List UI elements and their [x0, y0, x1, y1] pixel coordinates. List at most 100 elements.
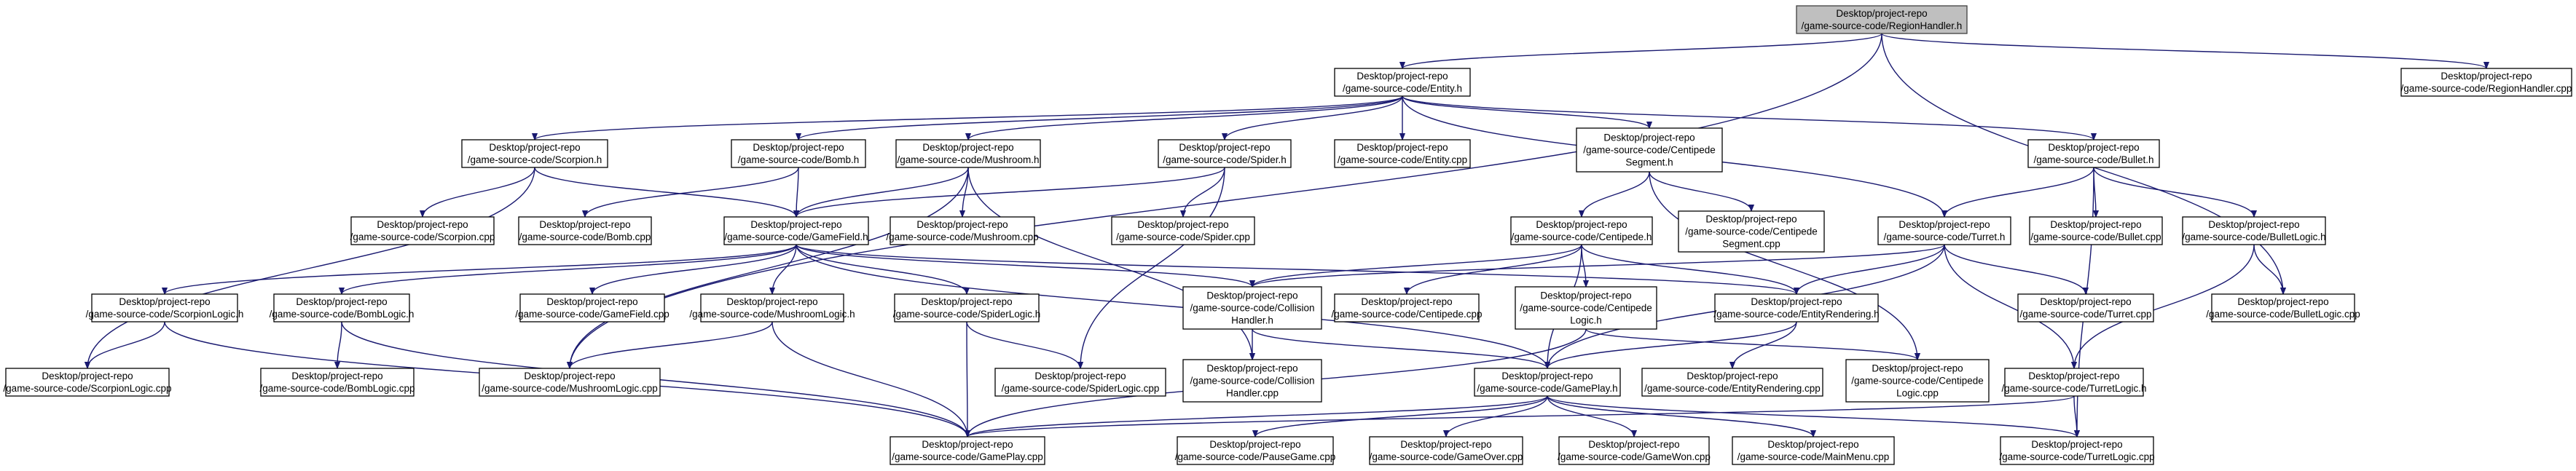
edge-collisionhandler_h-to-gameplay_h — [1252, 328, 1547, 369]
node-label-line: Desktop/project-repo — [1898, 219, 1990, 230]
node-scorpion-cpp[interactable]: Desktop/project-repo/game-source-code/Sc… — [350, 216, 495, 245]
node-box — [1576, 127, 1723, 173]
node-label-line: Desktop/project-repo — [1603, 132, 1695, 143]
node-box — [2400, 68, 2572, 97]
edge-gameplay_h-to-pausegame_cpp — [1255, 395, 1548, 438]
edge-entityrendering_h-to-gameplay_h — [1547, 321, 1797, 369]
node-label-line: /game-source-code/EntityRendering.h — [1713, 309, 1879, 320]
node-centipedelogic-h[interactable]: Desktop/project-repo/game-source-code/Ce… — [1515, 286, 1657, 330]
node-label-line: Desktop/project-repo — [1361, 296, 1452, 307]
node-centipedelogic-cpp[interactable]: Desktop/project-repo/game-source-code/Ce… — [1845, 359, 1990, 403]
node-gamefield-h[interactable]: Desktop/project-repo/game-source-code/Ga… — [723, 216, 869, 245]
edge-gameplay_h-to-gameplay_cpp — [967, 395, 1548, 438]
edge-bomb_h-to-bomb_cpp — [585, 167, 799, 218]
node-label-line: Desktop/project-repo — [539, 219, 630, 230]
node-label-line: /game-source-code/Turret.cpp — [2019, 309, 2151, 320]
node-box — [2211, 293, 2355, 322]
edge-gamefield_h-to-scorpionlogic_h — [165, 244, 797, 295]
node-label-line: Desktop/project-repo — [922, 142, 1013, 153]
edge-scorpion_h-to-gamefield_h — [534, 167, 796, 218]
node-scorpionlogic-h[interactable]: Desktop/project-repo/game-source-code/Sc… — [86, 293, 244, 322]
node-label-line: /game-source-code/Bullet.cpp — [2030, 231, 2161, 242]
edge-centipedesegment_h-to-centipede_h — [1582, 171, 1650, 218]
node-regionhandler-h[interactable]: Desktop/project-repo/game-source-code/Re… — [1796, 5, 1968, 34]
node-label-line: Desktop/project-repo — [1836, 8, 1927, 19]
edge-turret_h-to-collisionhandler_h — [1252, 244, 1945, 288]
node-spiderlogic-h[interactable]: Desktop/project-repo/game-source-code/Sp… — [893, 293, 1041, 322]
node-centipede-h[interactable]: Desktop/project-repo/game-source-code/Ce… — [1510, 216, 1653, 245]
node-box — [1877, 216, 2011, 245]
node-mushroomlogic-h[interactable]: Desktop/project-repo/game-source-code/Mu… — [689, 293, 855, 322]
node-entity-cpp[interactable]: Desktop/project-repo/game-source-code/En… — [1334, 139, 1471, 168]
node-label-line: /game-source-code/EntityRendering.cpp — [1644, 383, 1821, 394]
node-label-line: /game-source-code/BulletLogic.h — [2182, 231, 2325, 242]
node-centipede-cpp[interactable]: Desktop/project-repo/game-source-code/Ce… — [1331, 293, 1483, 322]
node-regionhandler-cpp[interactable]: Desktop/project-repo/game-source-code/Re… — [2400, 68, 2572, 97]
node-label-line: Desktop/project-repo — [524, 371, 615, 381]
edge-bulletlogic_h-to-bulletlogic_cpp — [2253, 244, 2283, 294]
node-gameplay-h[interactable]: Desktop/project-repo/game-source-code/Ga… — [1474, 368, 1621, 397]
node-gamefield-cpp[interactable]: Desktop/project-repo/game-source-code/Ga… — [515, 293, 669, 322]
node-label-line: Desktop/project-repo — [489, 142, 580, 153]
node-mainmenu-cpp[interactable]: Desktop/project-repo/game-source-code/Ma… — [1732, 436, 1895, 465]
node-centipedesegment-h[interactable]: Desktop/project-repo/game-source-code/Ce… — [1576, 127, 1723, 173]
node-label-line: /game-source-code/Centipede.h — [1512, 231, 1652, 242]
node-bomblogic-h[interactable]: Desktop/project-repo/game-source-code/Bo… — [270, 293, 415, 322]
node-spiderlogic-cpp[interactable]: Desktop/project-repo/game-source-code/Sp… — [994, 368, 1166, 397]
node-label-line: /game-source-code/SpiderLogic.cpp — [1002, 383, 1160, 394]
node-bomblogic-cpp[interactable]: Desktop/project-repo/game-source-code/Bo… — [259, 368, 415, 397]
node-label-line: /game-source-code/Bomb.cpp — [519, 231, 651, 242]
node-label-line: /game-source-code/MushroomLogic.h — [689, 309, 855, 320]
node-mushroom-cpp[interactable]: Desktop/project-repo/game-source-code/Mu… — [886, 216, 1039, 245]
node-label-line: /game-source-code/ScorpionLogic.cpp — [3, 383, 171, 394]
node-collisionhandler-h[interactable]: Desktop/project-repo/game-source-code/Co… — [1182, 286, 1322, 330]
node-box — [1678, 210, 1825, 253]
node-label-line: Desktop/project-repo — [1400, 439, 1491, 450]
node-scorpionlogic-cpp[interactable]: Desktop/project-repo/game-source-code/Sc… — [3, 368, 172, 397]
node-entityrendering-cpp[interactable]: Desktop/project-repo/game-source-code/En… — [1641, 368, 1823, 397]
node-label-line: /game-source-code/Mushroom.h — [897, 154, 1039, 165]
node-label-line: Logic.h — [1570, 315, 1602, 326]
edge-bullet_h-to-turret_h — [1944, 167, 2094, 218]
edge-mushroomlogic_h-to-mushroomlogic_cpp — [570, 321, 773, 369]
node-gameplay-cpp[interactable]: Desktop/project-repo/game-source-code/Ga… — [890, 436, 1045, 465]
node-label-line: Segment.cpp — [1722, 239, 1780, 250]
node-collisionhandler-cpp[interactable]: Desktop/project-repo/game-source-code/Co… — [1182, 359, 1322, 403]
node-box — [461, 139, 608, 168]
edge-spiderlogic_h-to-spiderlogic_cpp — [966, 321, 1080, 369]
node-box — [1369, 436, 1523, 465]
node-label-line: /game-source-code/SpiderLogic.h — [893, 309, 1041, 320]
edge-gameplay_h-to-mainmenu_cpp — [1547, 395, 1813, 438]
node-spider-h[interactable]: Desktop/project-repo/game-source-code/Sp… — [1158, 139, 1292, 168]
node-spider-cpp[interactable]: Desktop/project-repo/game-source-code/Sp… — [1111, 216, 1255, 245]
node-centipedesegment-cpp[interactable]: Desktop/project-repo/game-source-code/Ce… — [1678, 210, 1825, 253]
node-box — [895, 139, 1041, 168]
node-mushroomlogic-cpp[interactable]: Desktop/project-repo/game-source-code/Mu… — [479, 368, 661, 397]
edge-gamefield_h-to-bomblogic_h — [342, 244, 797, 295]
node-label-line: /game-source-code/Collision — [1190, 303, 1314, 314]
node-entity-h[interactable]: Desktop/project-repo/game-source-code/En… — [1334, 68, 1471, 97]
node-gameover-cpp[interactable]: Desktop/project-repo/game-source-code/Ga… — [1369, 436, 1523, 465]
node-bomb-cpp[interactable]: Desktop/project-repo/game-source-code/Bo… — [518, 216, 652, 245]
node-turretlogic-cpp[interactable]: Desktop/project-repo/game-source-code/Tu… — [1999, 436, 2155, 465]
node-gamewon-cpp[interactable]: Desktop/project-repo/game-source-code/Ga… — [1558, 436, 1711, 465]
edge-gameplay_h-to-gamewon_cpp — [1547, 395, 1634, 438]
node-scorpion-h[interactable]: Desktop/project-repo/game-source-code/Sc… — [461, 139, 608, 168]
node-mushroom-h[interactable]: Desktop/project-repo/game-source-code/Mu… — [895, 139, 1041, 168]
node-pausegame-cpp[interactable]: Desktop/project-repo/game-source-code/Pa… — [1175, 436, 1336, 465]
node-bomb-h[interactable]: Desktop/project-repo/game-source-code/Bo… — [731, 139, 866, 168]
node-turret-h[interactable]: Desktop/project-repo/game-source-code/Tu… — [1877, 216, 2011, 245]
edge-gamefield_h-to-gameplay_h — [796, 244, 1547, 368]
edge-centipedelogic_h-to-centipedelogic_cpp — [1585, 328, 1917, 360]
node-bulletlogic-cpp[interactable]: Desktop/project-repo/game-source-code/Bu… — [2206, 293, 2360, 322]
node-turretlogic-h[interactable]: Desktop/project-repo/game-source-code/Tu… — [2001, 368, 2147, 397]
node-entityrendering-h[interactable]: Desktop/project-repo/game-source-code/En… — [1713, 293, 1880, 322]
edge-mushroom_h-to-gamefield_h — [796, 167, 969, 218]
node-bullet-cpp[interactable]: Desktop/project-repo/game-source-code/Bu… — [2029, 216, 2163, 245]
node-bullet-h[interactable]: Desktop/project-repo/game-source-code/Bu… — [2027, 139, 2160, 168]
edge-turret_h-to-turret_cpp — [1944, 244, 2086, 295]
node-label-line: /game-source-code/PauseGame.cpp — [1175, 451, 1336, 462]
node-bulletlogic-h[interactable]: Desktop/project-repo/game-source-code/Bu… — [2182, 216, 2326, 245]
node-label-line: /game-source-code/Turret.h — [1884, 231, 2006, 242]
node-turret-cpp[interactable]: Desktop/project-repo/game-source-code/Tu… — [2017, 293, 2154, 322]
